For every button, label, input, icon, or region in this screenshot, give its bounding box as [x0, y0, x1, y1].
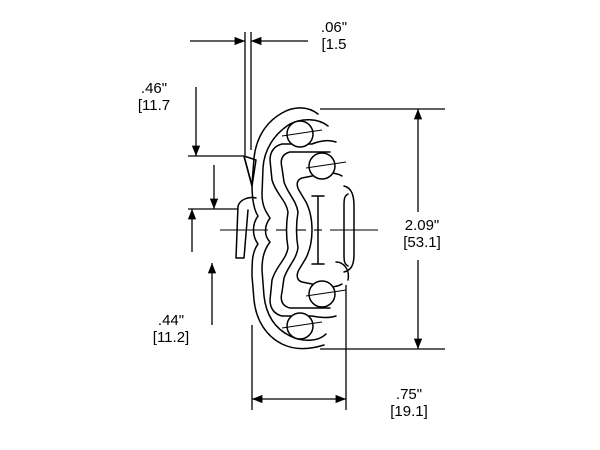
upper-offset-dimension-label: .46" [11.7	[123, 80, 185, 114]
inner-member-return	[335, 185, 355, 281]
intermediate-member-inner	[280, 151, 331, 309]
width-metric: [19.1]	[390, 403, 428, 420]
gap-metric: [1.5	[321, 36, 347, 53]
slide-profile	[235, 107, 355, 350]
lower-offset-metric: [11.2]	[152, 329, 190, 346]
height-dimension-label: 2.09" [53.1]	[390, 217, 454, 251]
lower-offset-dimension-label: .44" [11.2]	[140, 312, 202, 346]
ball-bearings	[286, 120, 336, 340]
width-dimension-label: .75" [19.1]	[377, 386, 441, 420]
lower-offset-imperial: .44"	[157, 312, 185, 329]
inner-member-web	[311, 195, 325, 265]
mounting-flange-tab	[243, 155, 257, 187]
inner-member	[296, 172, 343, 288]
ball-bearing-top-outer	[286, 120, 314, 148]
upper-offset-metric: [11.7	[137, 97, 171, 114]
outer-member	[251, 107, 325, 350]
ball-bearing-bottom-outer	[286, 312, 314, 340]
gap-dimension-label: .06" [1.5	[303, 19, 365, 53]
height-imperial: 2.09"	[404, 217, 440, 234]
gap-imperial: .06"	[320, 19, 348, 36]
width-imperial: .75"	[395, 386, 423, 403]
dimension-lines	[187, 32, 445, 410]
intermediate-member	[269, 139, 337, 319]
height-metric: [53.1]	[403, 234, 441, 251]
upper-offset-imperial: .46"	[140, 80, 168, 97]
ball-bearing-centerlines	[281, 129, 347, 329]
outer-member-inner-wall	[261, 119, 329, 341]
